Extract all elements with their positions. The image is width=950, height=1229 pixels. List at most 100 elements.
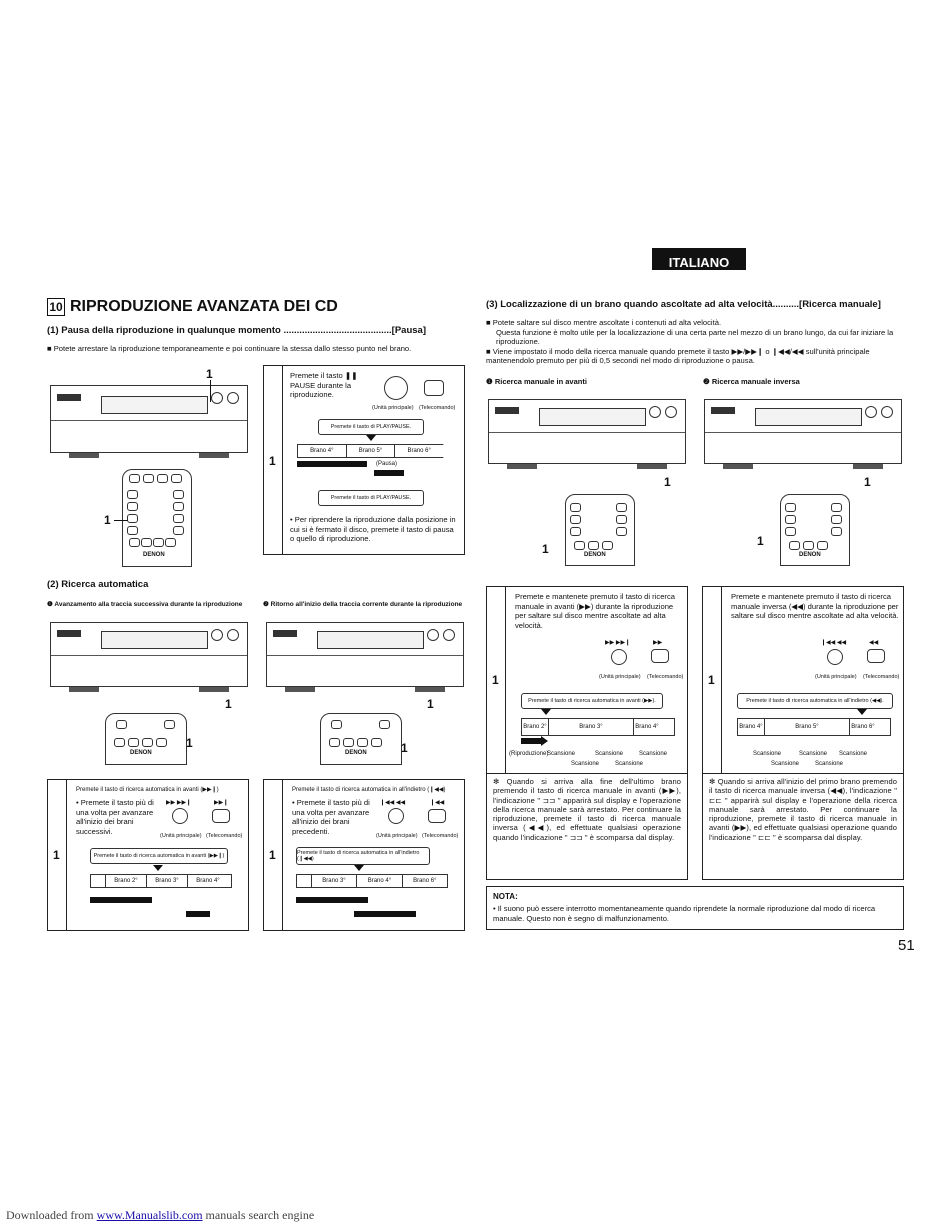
manualslib-link[interactable]: www.Manualslib.com <box>96 1208 203 1222</box>
track-cell: Brano 3° <box>312 875 358 887</box>
auto-forward-fig-label: 1 <box>186 736 193 750</box>
manual-forward-fig-label: 1 <box>664 475 671 489</box>
pause-resume-note: • Per riprendere la riproduzione dalla p… <box>290 515 456 544</box>
track-cell: Brano 6° <box>851 724 875 730</box>
auto-backward-bullet-text: Premete il tasto più di una volta per av… <box>292 798 370 836</box>
scan-label: Scansione <box>615 761 644 767</box>
manual-reverse-instruction: Premete e mantenete premuto il tasto di … <box>731 592 899 621</box>
track-cell: Brano 3° <box>147 875 188 887</box>
auto-forward-header: Premete il tasto di ricerca automatica i… <box>76 787 219 793</box>
section-title: 10 RIPRODUZIONE AVANZATA DEI CD <box>47 298 338 316</box>
manual-forward-callout: Premete il tasto di ricerca automatica i… <box>521 693 663 709</box>
track-cell: Brano 3° <box>549 719 634 735</box>
remote-illustration: DENON <box>565 494 635 566</box>
manual-reverse-icon-remote: ◀◀ <box>869 640 879 646</box>
manual-reverse-callout: Premete il tasto di ricerca automatica i… <box>737 693 893 709</box>
manual-reverse-icon-main: ❙◀◀ ◀◀ <box>821 640 847 646</box>
track-cell: Brano 4° <box>196 878 220 884</box>
pause-resume-note-text: Per riprendere la riproduzione dalla pos… <box>290 515 456 544</box>
skip-bar <box>354 911 416 917</box>
pause-step-box: 1 Premete il tasto ❚❚ PAUSE durante la r… <box>263 365 465 555</box>
scan-label: Scansione <box>753 751 782 757</box>
remote-button-icon <box>212 809 230 823</box>
remote-illustration: DENON <box>780 494 850 566</box>
auto-forward-step-box: 1 Premete il tasto di ricerca automatica… <box>47 779 249 931</box>
language-badge: ITALIANO <box>652 248 746 270</box>
auto-backward-track-strip: Brano 3° Brano 4° Brano 6° <box>296 874 448 888</box>
manual-bullet: Questa funzione è molto utile per la loc… <box>496 327 894 347</box>
manual-forward-step-box: 1 Premete e mantenete premuto il tasto d… <box>486 586 688 880</box>
manual-bullet-text: Viene impostato il modo della ricerca ma… <box>486 346 870 366</box>
skip-bar <box>186 911 210 917</box>
label-main-unit: (Unità principale) <box>160 833 202 839</box>
footer-prefix: Downloaded from <box>6 1208 97 1222</box>
label-remote: (Telecomando) <box>647 674 684 680</box>
auto-forward-icon-main: ▶▶ ▶▶❙ <box>166 800 192 806</box>
cd-player-illustration <box>50 385 248 458</box>
auto-backward-icon-remote: ❙◀◀ <box>430 800 445 806</box>
player-logo <box>57 394 81 401</box>
cd-player-illustration <box>488 399 686 469</box>
auto-forward-step-number: 1 <box>53 848 60 862</box>
nota-text: • Il suono può essere interrotto momenta… <box>493 904 876 923</box>
label-main-unit: (Unità principale) <box>376 833 418 839</box>
manual-reverse-note-text: Quando si arriva all'inizio del primo br… <box>709 777 897 842</box>
auto-forward-icon-remote: ▶▶❙ <box>214 800 229 806</box>
manual-reverse-step-number: 1 <box>708 673 715 687</box>
auto-backward-title-text: Ritorno all'inizio della traccia corrent… <box>270 601 463 608</box>
label-main-unit: (Unità principale) <box>599 674 641 680</box>
section-number: 10 <box>47 298 65 316</box>
manual-bullet: ■ Viene impostato il modo della ricerca … <box>486 346 870 366</box>
manual-bullets: ■ Potete saltare sul disco mentre ascolt… <box>486 318 904 366</box>
track-cell: Brano 5° <box>765 719 850 735</box>
manual-forward-step-number: 1 <box>492 673 499 687</box>
footer-suffix: manuals search engine <box>202 1208 315 1222</box>
nota-text-body: Il suono può essere interrotto momentane… <box>493 904 876 923</box>
manual-forward-note: ✻ Quando si arriva alla fine dell'ultimo… <box>493 777 681 842</box>
pause-fig-label-left: 1 <box>104 513 111 527</box>
cd-player-illustration <box>704 399 902 469</box>
auto-backward-icon-main: ❙◀◀ ◀◀ <box>380 800 406 806</box>
remote-brand: DENON <box>345 750 367 756</box>
scan-label: Scansione <box>571 761 600 767</box>
remote-brand: DENON <box>799 552 821 558</box>
pause-label: (Pausa) <box>376 461 398 467</box>
label-remote: (Telecomando) <box>206 833 243 839</box>
manual-play-label: (Riproduzione) <box>509 751 549 757</box>
manual-forward-instruction: Premete e mantenete premuto il tasto di … <box>515 592 675 630</box>
auto-forward-fig-label: 1 <box>225 697 232 711</box>
section-title-text: RIPRODUZIONE AVANZATA DEI CD <box>70 298 338 315</box>
manual-reverse-fig-label: 1 <box>757 534 764 548</box>
scan-label: Scansione <box>547 751 576 757</box>
manual-forward-note-text: Quando si arriva alla fine dell'ultimo b… <box>493 777 681 842</box>
scan-label: Scansione <box>839 751 868 757</box>
auto-forward-track-strip: Brano 2° Brano 3° Brano 4° <box>90 874 232 888</box>
pause-bullet-text: Potete arrestare la riproduzione tempora… <box>53 344 412 353</box>
auto-forward-callout: Premete il tasto di ricerca automatica i… <box>90 848 228 864</box>
playback-bar <box>296 897 368 903</box>
manual-reverse-note: ✻ Quando si arriva all'inizio del primo … <box>709 777 897 842</box>
scan-label: Scansione <box>815 761 844 767</box>
label-remote: (Telecomando) <box>863 674 900 680</box>
auto-backward-header: Premete il tasto di ricerca automatica i… <box>292 787 446 793</box>
pause-bullet: ■ Potete arrestare la riproduzione tempo… <box>47 344 412 353</box>
auto-backward-fig-label: 1 <box>427 697 434 711</box>
remote-button-icon <box>428 809 446 823</box>
auto-forward-bullet-text: Premete il tasto più di una volta per av… <box>76 798 154 836</box>
track-cell: Brano 4° <box>738 719 765 735</box>
nota-title: NOTA: <box>493 892 518 901</box>
manual-forward-fig-label: 1 <box>542 542 549 556</box>
main-unit-button-icon <box>172 808 188 824</box>
scan-label: Scansione <box>771 761 800 767</box>
pause-fig-label-top: 1 <box>206 367 213 381</box>
pause-title: (1) Pausa della riproduzione in qualunqu… <box>47 325 426 336</box>
remote-button-icon <box>651 649 669 663</box>
manual-forward-title-text: Ricerca manuale in avanti <box>494 377 587 386</box>
pause-step-number: 1 <box>269 454 276 468</box>
manual-forward-icon-remote: ▶▶ <box>653 640 663 646</box>
remote-illustration: DENON <box>122 469 192 567</box>
auto-backward-fig-label: 1 <box>401 741 408 755</box>
remote-button-icon <box>424 380 444 396</box>
auto-backward-bullet: • Premete il tasto più di una volta per … <box>292 798 370 836</box>
auto-backward-step-number: 1 <box>269 848 276 862</box>
